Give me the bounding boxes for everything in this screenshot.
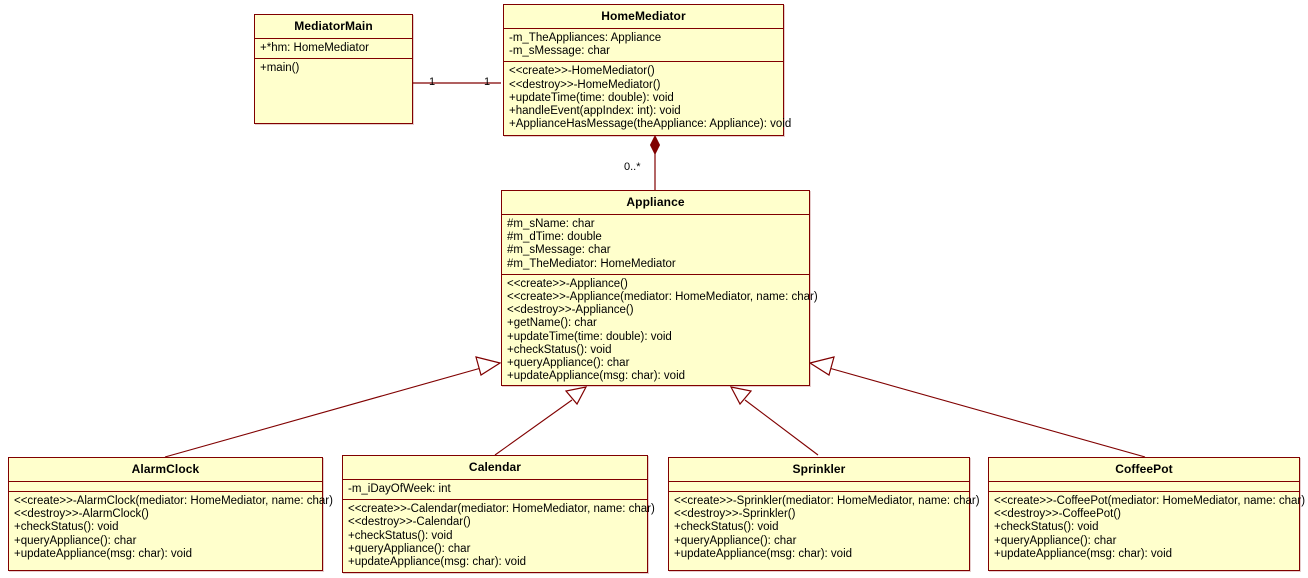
class-attributes-sprinkler xyxy=(669,482,969,492)
class-member: +updateTime(time: double): void xyxy=(507,330,672,343)
class-member: +updateAppliance(msg: char): void xyxy=(674,547,853,560)
class-member: +checkStatus(): void xyxy=(348,529,453,542)
class-member: +checkStatus(): void xyxy=(14,521,119,534)
multiplicity-appliance: 0..* xyxy=(624,161,641,173)
class-box-mediator-main[interactable]: MediatorMain +*hm: HomeMediator +main() xyxy=(254,14,413,124)
class-box-sprinkler[interactable]: Sprinkler <<create>>-Sprinkler(mediator:… xyxy=(668,457,980,571)
class-member: +checkStatus(): void xyxy=(674,521,779,534)
class-member: +checkStatus(): void xyxy=(507,343,612,356)
multiplicity-main-source: 1 xyxy=(429,76,436,88)
composition-diamond-icon xyxy=(649,134,661,156)
connector-coffeepot-to-appliance xyxy=(828,367,1146,458)
class-attributes-coffee-pot xyxy=(989,482,1299,492)
class-member: #m_sName: char xyxy=(507,218,595,230)
connector-alarmclock-to-appliance xyxy=(164,367,482,458)
class-attributes-appliance: #m_sName: char #m_dTime: double #m_sMess… xyxy=(502,215,809,275)
class-name-alarm-clock: AlarmClock xyxy=(9,458,322,482)
class-attributes-alarm-clock xyxy=(9,482,322,492)
connector-calendar-to-appliance xyxy=(494,399,573,456)
class-member: -m_TheAppliances: Appliance xyxy=(509,32,662,44)
class-member: <<create>>-Appliance() xyxy=(507,277,628,290)
generalization-triangle-icon-alarmclock xyxy=(475,356,502,376)
generalization-triangle-icon-coffeepot xyxy=(808,356,835,376)
class-box-alarm-clock[interactable]: AlarmClock <<create>>-AlarmClock(mediato… xyxy=(8,457,333,571)
class-member: -m_sMessage: char xyxy=(509,45,610,58)
class-member: <<create>>-Appliance(mediator: HomeMedia… xyxy=(507,291,818,304)
class-operations-alarm-clock: <<create>>-AlarmClock(mediator: HomeMedi… xyxy=(9,492,333,565)
class-member: <<create>>-Calendar(mediator: HomeMediat… xyxy=(348,503,655,516)
class-box-calendar[interactable]: Calendar -m_iDayOfWeek: int <<create>>-C… xyxy=(342,455,655,573)
class-member: +updateTime(time: double): void xyxy=(509,91,674,104)
class-member: +queryAppliance(): char xyxy=(348,542,471,555)
class-name-calendar: Calendar xyxy=(343,456,647,480)
generalization-triangle-icon-calendar xyxy=(564,386,588,406)
class-member: #m_sMessage: char xyxy=(507,244,611,257)
generalization-triangle-icon-sprinkler xyxy=(729,386,753,406)
class-member: +ApplianceHasMessage(theAppliance: Appli… xyxy=(509,118,792,131)
class-operations-sprinkler: <<create>>-Sprinkler(mediator: HomeMedia… xyxy=(669,492,980,565)
class-member: +queryAppliance(): char xyxy=(674,534,797,547)
class-box-home-mediator[interactable]: HomeMediator -m_TheAppliances: Appliance… xyxy=(503,4,792,136)
class-member: <<create>>-AlarmClock(mediator: HomeMedi… xyxy=(14,495,333,507)
class-operations-appliance: <<create>>-Appliance() <<create>>-Applia… xyxy=(502,275,818,388)
class-member: +queryAppliance(): char xyxy=(14,534,137,547)
class-attributes-mediator-main: +*hm: HomeMediator xyxy=(255,39,412,60)
class-attributes-calendar: -m_iDayOfWeek: int xyxy=(343,480,647,501)
class-member: +updateAppliance(msg: char): void xyxy=(507,370,686,383)
class-member: +updateAppliance(msg: char): void xyxy=(348,556,527,569)
class-member: +handleEvent(appIndex: int): void xyxy=(509,105,681,118)
class-member: +getName(): char xyxy=(507,317,597,330)
class-member: <<destroy>>-CoffeePot() xyxy=(994,508,1121,521)
class-box-coffee-pot[interactable]: CoffeePot <<create>>-CoffeePot(mediator:… xyxy=(988,457,1306,571)
connector-sprinkler-to-appliance xyxy=(744,399,819,456)
class-member: <<create>>-CoffeePot(mediator: HomeMedia… xyxy=(994,495,1306,507)
class-member: +checkStatus(): void xyxy=(994,521,1099,534)
class-member: -m_iDayOfWeek: int xyxy=(348,483,451,495)
class-member: +updateAppliance(msg: char): void xyxy=(994,547,1173,560)
class-member: <<destroy>>-AlarmClock() xyxy=(14,508,149,521)
class-name-home-mediator: HomeMediator xyxy=(504,5,783,29)
class-member: <<destroy>>-Appliance() xyxy=(507,304,634,317)
class-box-appliance[interactable]: Appliance #m_sName: char #m_dTime: doubl… xyxy=(501,190,818,388)
multiplicity-main-target: 1 xyxy=(484,76,491,88)
class-name-appliance: Appliance xyxy=(502,191,809,215)
class-name-mediator-main: MediatorMain xyxy=(255,15,412,39)
class-member: #m_dTime: double xyxy=(507,231,602,244)
class-operations-mediator-main: +main() xyxy=(255,59,412,79)
class-member: <<create>>-Sprinkler(mediator: HomeMedia… xyxy=(674,495,980,507)
class-name-coffee-pot: CoffeePot xyxy=(989,458,1299,482)
class-member: #m_TheMediator: HomeMediator xyxy=(507,257,676,270)
class-name-sprinkler: Sprinkler xyxy=(669,458,969,482)
class-member: +main() xyxy=(260,62,300,75)
class-member: <<create>>-HomeMediator() xyxy=(509,65,655,78)
class-member: +queryAppliance(): char xyxy=(994,534,1117,547)
class-member: +*hm: HomeMediator xyxy=(260,42,369,54)
class-member: +updateAppliance(msg: char): void xyxy=(14,547,193,560)
class-operations-calendar: <<create>>-Calendar(mediator: HomeMediat… xyxy=(343,500,655,573)
class-operations-coffee-pot: <<create>>-CoffeePot(mediator: HomeMedia… xyxy=(989,492,1306,565)
class-member: <<destroy>>-Sprinkler() xyxy=(674,508,796,521)
class-member: <<destroy>>-HomeMediator() xyxy=(509,78,661,91)
class-member: <<destroy>>-Calendar() xyxy=(348,516,471,529)
class-member: +queryAppliance(): char xyxy=(507,357,630,370)
class-attributes-home-mediator: -m_TheAppliances: Appliance -m_sMessage:… xyxy=(504,29,783,63)
class-operations-home-mediator: <<create>>-HomeMediator() <<destroy>>-Ho… xyxy=(504,62,792,135)
